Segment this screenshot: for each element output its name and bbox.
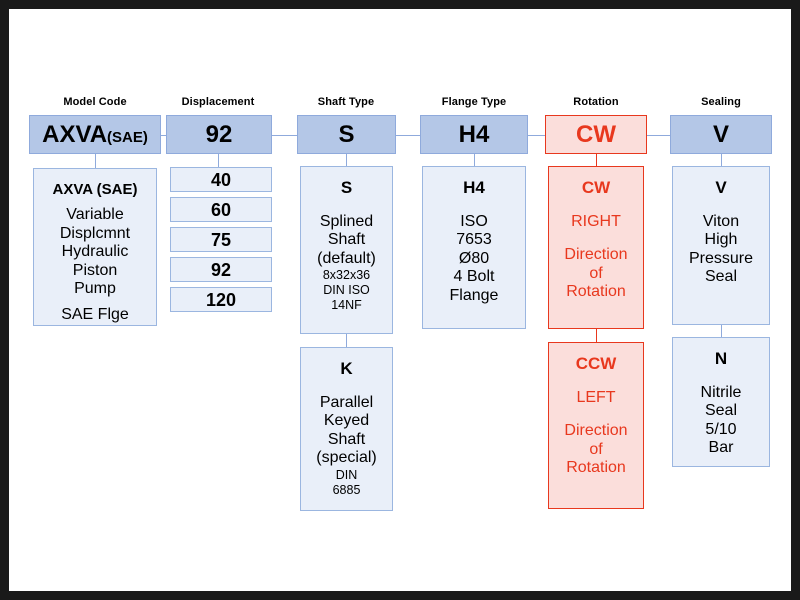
shaft-type-value: S [338,120,355,148]
variant-line: Shaft [327,430,366,448]
variant-spec-line: DIN ISO [323,283,370,298]
variant-line: Seal [704,268,738,286]
rotation-direction-cw: RIGHT [571,212,621,230]
connector-shaft-to-flange [396,135,420,136]
column-header-displacement: Displacement [181,96,255,108]
sealing-value: V [712,120,729,148]
variant-code-shaft-k: K [340,359,353,378]
variant-line: Rotation [566,459,626,477]
variant-line: of [589,440,603,458]
column-header-model-code: Model Code [63,96,127,108]
detail-footer-model: SAE Flge [61,306,129,324]
variant-line: (special) [316,449,377,467]
connector-shaft-s-to-k [346,334,347,347]
variant-line: 5/10 [705,420,737,438]
rotation-direction-ccw: LEFT [576,388,616,406]
connector-shaft-down [346,154,347,166]
option-value: 75 [210,229,232,250]
head-box-model-code[interactable]: AXVA(SAE) [29,115,161,154]
head-box-flange-type[interactable]: H4 [420,115,528,154]
option-box-displacement[interactable]: 40 [170,167,272,192]
detail-box-rotation-cw[interactable]: CW RIGHT Direction of Rotation [548,166,644,329]
variant-line: Seal [704,402,738,420]
detail-box-sealing-n[interactable]: N Nitrile Seal 5/10 Bar [672,337,770,467]
connector-model-code-down [95,154,96,168]
displacement-value: 92 [205,120,233,148]
variant-code-sealing-v: V [715,178,727,197]
variant-line: Bar [708,439,734,457]
variant-code-sealing-n: N [714,349,728,368]
model-code-value: AXVA(SAE) [42,120,148,148]
detail-line: Pump [74,280,116,298]
option-value: 92 [210,259,232,280]
head-box-rotation[interactable]: CW [545,115,647,154]
variant-line: Ø80 [458,249,490,267]
head-box-displacement[interactable]: 92 [166,115,272,154]
variant-line: Shaft [327,231,366,249]
detail-line: Hydraulic [61,243,129,261]
detail-code-model: AXVA (SAE) [52,181,138,198]
variant-line: Splined [319,212,374,230]
rotation-value: CW [576,120,616,148]
variant-line: Rotation [566,283,626,301]
variant-line: of [589,264,603,282]
diagram-canvas: Model Code Displacement Shaft Type Flang… [9,9,791,591]
connector-flange-down [474,154,475,166]
variant-spec-line: 8x32x36 [322,268,371,283]
detail-box-shaft-s[interactable]: S Splined Shaft (default) 8x32x36 DIN IS… [300,166,393,334]
column-header-flange-type: Flange Type [441,96,507,108]
variant-line: (default) [317,249,376,267]
connector-sealing-down [721,154,722,166]
detail-box-flange-h4[interactable]: H4 ISO 7653 Ø80 4 Bolt Flange [422,166,526,329]
connector-sealing-v-to-n [721,325,722,337]
variant-line: Parallel [319,393,374,411]
detail-box-shaft-k[interactable]: K Parallel Keyed Shaft (special) DIN 688… [300,347,393,511]
head-box-sealing[interactable]: V [670,115,772,154]
connector-displacement-down [218,154,219,167]
variant-line: Direction [564,246,628,264]
connector-rotation-cw-to-ccw [596,329,597,342]
variant-code-shaft-s: S [340,178,353,197]
option-box-displacement[interactable]: 60 [170,197,272,222]
option-box-displacement[interactable]: 120 [170,287,272,312]
connector-displacement-to-shaft [272,135,297,136]
detail-box-model-code[interactable]: AXVA (SAE) Variable Displcmnt Hydraulic … [33,168,157,326]
option-box-displacement[interactable]: 92 [170,257,272,282]
detail-line: Displcmnt [59,224,131,242]
option-value: 120 [205,289,237,310]
column-header-shaft-type: Shaft Type [317,96,375,108]
variant-line: Viton [702,212,740,230]
connector-flange-to-rotation [528,135,545,136]
variant-line: 4 Bolt [453,268,495,286]
variant-spec-line: 6885 [332,482,361,497]
variant-line: Keyed [323,412,370,430]
variant-code-rotation-cw: CW [581,178,611,197]
variant-line: Flange [449,286,499,304]
variant-line: 7653 [456,231,492,249]
head-box-shaft-type[interactable]: S [297,115,396,154]
variant-spec-line: DIN [335,467,358,482]
option-value: 60 [210,199,232,220]
option-box-displacement[interactable]: 75 [170,227,272,252]
variant-spec-line: 14NF [331,298,362,313]
variant-code-flange: H4 [463,178,485,197]
detail-line: Variable [66,206,124,224]
variant-line: ISO [460,212,488,230]
detail-line: Piston [72,261,118,279]
connector-model-to-displacement [161,135,166,136]
variant-code-rotation-ccw: CCW [575,354,617,373]
column-header-sealing: Sealing [701,96,741,108]
connector-rotation-to-sealing [647,135,670,136]
option-value: 40 [210,169,232,190]
column-header-rotation: Rotation [573,96,619,108]
connector-rotation-down [596,154,597,166]
flange-type-value: H4 [458,120,490,148]
variant-line: Direction [564,422,628,440]
detail-box-rotation-ccw[interactable]: CCW LEFT Direction of Rotation [548,342,644,509]
detail-box-sealing-v[interactable]: V Viton High Pressure Seal [672,166,770,325]
variant-line: Pressure [688,249,754,267]
variant-line: High [704,231,738,249]
variant-line: Nitrile [700,383,742,401]
